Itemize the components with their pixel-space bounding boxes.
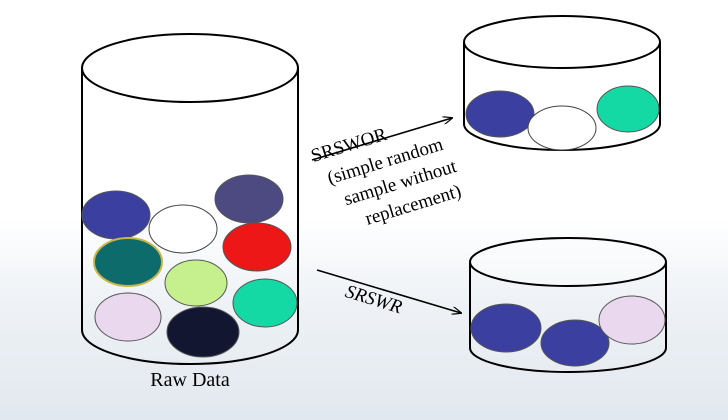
ball-light-green (164, 259, 228, 307)
ball-aqua-green (232, 278, 298, 328)
ball-aqua-green (596, 85, 660, 133)
raw-data-container-rim (81, 33, 299, 103)
ball-white (148, 204, 218, 254)
ball-light-pink (94, 292, 162, 342)
srswor-container (463, 15, 661, 151)
raw-data-label: Raw Data (150, 369, 230, 391)
srswr-container-body (469, 262, 667, 373)
srswr-arrow (316, 269, 461, 313)
ball-navy-blue (81, 190, 151, 240)
srswor-container-rim (463, 15, 661, 69)
srswr-container-rim (469, 237, 667, 287)
srswor-arrow (311, 118, 452, 161)
ball-navy-blue (465, 90, 535, 138)
raw-data-container (81, 33, 299, 365)
srswr-container (469, 237, 667, 373)
ball-midnight (166, 306, 240, 358)
ball-navy-blue (540, 319, 610, 367)
ball-navy-blue (470, 303, 542, 353)
ball-dark-teal (93, 237, 163, 287)
ball-red (222, 222, 292, 272)
raw-data-container-body (81, 68, 299, 365)
ball-slate-purple (214, 174, 284, 224)
ball-white (527, 105, 597, 151)
srswor-label-group: SRSWOR (simple random sample without rep… (309, 124, 464, 230)
ball-light-pink (598, 295, 666, 345)
